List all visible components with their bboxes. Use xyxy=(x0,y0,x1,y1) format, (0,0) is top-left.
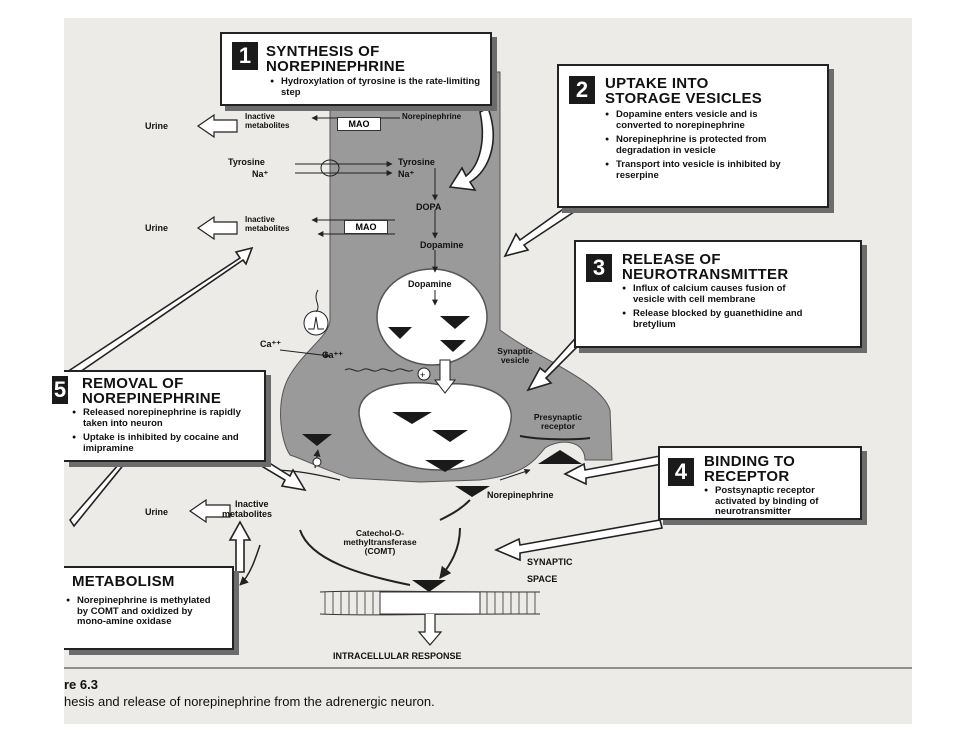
dopamine-label-vesicle: Dopamine xyxy=(408,279,452,289)
box-uptake-title-1: UPTAKE INTO xyxy=(605,75,709,92)
urine-label-2: Urine xyxy=(145,223,169,233)
box-uptake-bullets: Dopamine enters vesicle and is converted… xyxy=(605,109,805,185)
bullet: Norepinephrine is methylated by COMT and… xyxy=(66,595,216,628)
step-number-4: 4 xyxy=(668,458,694,486)
box-metabolism-title: METABOLISM xyxy=(72,573,175,590)
intracellular-response-label: INTRACELLULAR RESPONSE xyxy=(333,651,462,661)
box-synthesis: 1 SYNTHESIS OF NOREPINEPHRINE Hydroxylat… xyxy=(220,32,492,106)
pointer-arrow-5 xyxy=(494,519,663,562)
step-number-1: 1 xyxy=(232,42,258,70)
bullet: Released norepinephrine is rapidly taken… xyxy=(72,407,252,429)
postsynaptic-membrane xyxy=(319,590,541,616)
metabolites-label-2: metabolites xyxy=(245,224,290,233)
box-release-title-2: NEUROTRANSMITTER xyxy=(622,266,789,283)
box-synthesis-title-2: NOREPINEPHRINE xyxy=(266,58,406,75)
box-uptake-title-2: STORAGE VESICLES xyxy=(605,90,763,107)
norepinephrine-molecules xyxy=(302,316,490,592)
bullet: Influx of calcium causes fusion of vesic… xyxy=(622,283,812,305)
inactive-label-2: Inactive xyxy=(245,215,275,224)
box-binding-title-1: BINDING TO xyxy=(704,453,796,470)
pointer-arrow-4 xyxy=(563,455,663,486)
sodium-label-in: Na⁺ xyxy=(398,169,415,179)
svg-text:+: + xyxy=(420,370,425,380)
tyrosine-label-out: Tyrosine xyxy=(228,157,265,167)
urine-label-3: Urine xyxy=(145,507,169,517)
mao-box-2: MAO xyxy=(344,220,388,234)
box-synthesis-bullets: Hydroxylation of tyrosine is the rate-li… xyxy=(270,76,480,102)
norepinephrine-label-top: Norepinephrine xyxy=(402,112,462,121)
box-removal: 5 REMOVAL OF NOREPINEPHRINE Released nor… xyxy=(52,370,266,462)
box-binding-title-2: RECEPTOR xyxy=(704,468,790,485)
box-binding: 4 BINDING TO RECEPTOR Postsynaptic recep… xyxy=(658,446,862,520)
sodium-label-out: Na⁺ xyxy=(252,169,269,179)
inactive-label-3: Inactive xyxy=(235,499,269,509)
comt-label: Catechol-O-methyltransferase (COMT) xyxy=(343,528,417,556)
box-release-title-1: RELEASE OF xyxy=(622,251,721,268)
norepinephrine-label-cleft: Norepinephrine xyxy=(487,490,554,500)
mao-box-1: MAO xyxy=(337,117,381,131)
pointer-arrow-1 xyxy=(448,106,494,191)
action-potential-icon xyxy=(303,310,329,336)
box-release-bullets: Influx of calcium causes fusion of vesic… xyxy=(622,283,812,334)
box-synthesis-title-1: SYNTHESIS OF xyxy=(266,43,380,60)
synaptic-space-label-1: SYNAPTIC xyxy=(527,557,573,567)
box-release: 3 RELEASE OF NEUROTRANSMITTER Influx of … xyxy=(574,240,862,348)
bullet: Release blocked by guanethidine and bret… xyxy=(622,308,812,330)
synaptic-space-label-2: SPACE xyxy=(527,574,558,584)
urine-label-1: Urine xyxy=(145,121,169,131)
metabolites-label-1: metabolites xyxy=(245,121,290,130)
bullet: Transport into vesicle is inhibited by r… xyxy=(605,159,805,181)
inactive-label-1: Inactive xyxy=(245,112,275,121)
box-removal-bullets: Released norepinephrine is rapidly taken… xyxy=(72,407,252,458)
box-uptake: 2 UPTAKE INTO STORAGE VESICLES Dopamine … xyxy=(557,64,829,208)
box-metabolism-bullets: Norepinephrine is methylated by COMT and… xyxy=(66,595,216,632)
dopamine-label-cytosol: Dopamine xyxy=(420,240,464,250)
bullet: Norepinephrine is protected from degrada… xyxy=(605,134,805,156)
box-removal-title-2: NOREPINEPHRINE xyxy=(82,390,222,407)
bullet: Uptake is inhibited by cocaine and imipr… xyxy=(72,432,252,454)
pointer-arrow-left-diag xyxy=(68,246,254,378)
calcium-label-in: Ca⁺⁺ xyxy=(322,350,344,360)
synaptic-vesicle-label: Synaptic vesicle xyxy=(497,346,533,365)
figure-number: re 6.3 xyxy=(64,677,98,692)
box-metabolism: METABOLISM Norepinephrine is methylated … xyxy=(64,566,234,650)
presynaptic-receptor-label: Presynaptic receptor xyxy=(533,412,583,431)
dopa-label: DOPA xyxy=(416,202,442,212)
box-removal-title-1: REMOVAL OF xyxy=(82,375,184,392)
bullet: Dopamine enters vesicle and is converted… xyxy=(605,109,805,131)
bullet: Hydroxylation of tyrosine is the rate-li… xyxy=(270,76,480,98)
step-number-5: 5 xyxy=(52,376,68,404)
step-number-2: 2 xyxy=(569,76,595,104)
calcium-label-out: Ca⁺⁺ xyxy=(260,339,282,349)
presynaptic-receptor-shape xyxy=(538,450,582,464)
metabolites-label-3: metabolites xyxy=(222,509,273,519)
response-arrow xyxy=(417,614,443,646)
tyrosine-label-in: Tyrosine xyxy=(398,157,435,167)
bullet: Postsynaptic receptor activated by bindi… xyxy=(704,485,854,518)
box-binding-bullets: Postsynaptic receptor activated by bindi… xyxy=(704,485,854,522)
figure-caption: hesis and release of norepinephrine from… xyxy=(64,694,435,709)
step-number-3: 3 xyxy=(586,254,612,282)
fusing-vesicle xyxy=(358,381,513,471)
pointer-arrow-metabolism xyxy=(228,520,252,573)
